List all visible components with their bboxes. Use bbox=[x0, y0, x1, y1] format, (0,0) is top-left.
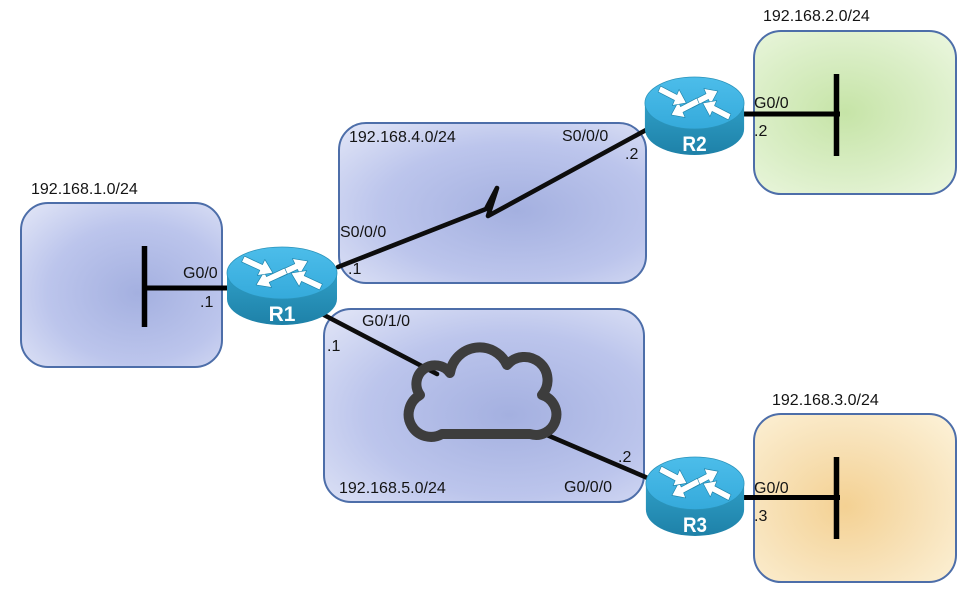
interface-label-r1-g00: G0/0 bbox=[183, 265, 218, 282]
host-label-r1-g010: .1 bbox=[327, 338, 341, 355]
host-label-r2-g00: .2 bbox=[754, 123, 768, 140]
subnet-label-net1: 192.168.1.0/24 bbox=[31, 181, 138, 198]
interface-label-r3-g000: G0/0/0 bbox=[564, 479, 613, 496]
interface-label-r1-s000: S0/0/0 bbox=[340, 224, 387, 241]
host-label-r1-g00: .1 bbox=[200, 294, 214, 311]
subnet-label-net4: 192.168.4.0/24 bbox=[349, 129, 456, 146]
router-r3-icon: R3 bbox=[645, 456, 745, 537]
network-box-net5 bbox=[323, 308, 645, 503]
subnet-label-net3: 192.168.3.0/24 bbox=[772, 392, 879, 409]
host-label-r3-g00: .3 bbox=[754, 508, 768, 525]
interface-label-r3-g00: G0/0 bbox=[754, 480, 789, 497]
router-r3-label: R3 bbox=[683, 514, 707, 537]
host-label-r1-s000: .1 bbox=[348, 261, 362, 278]
router-r1-label: R1 bbox=[269, 303, 296, 326]
router-r2-label: R2 bbox=[682, 133, 706, 156]
interface-label-r1-g010: G0/1/0 bbox=[362, 313, 411, 330]
subnet-label-net2: 192.168.2.0/24 bbox=[763, 8, 870, 25]
interface-label-r2-s000: S0/0/0 bbox=[562, 128, 609, 145]
host-label-r3-g000: .2 bbox=[618, 449, 632, 466]
router-arrows-icon bbox=[657, 85, 732, 121]
interface-label-r2-g00: G0/0 bbox=[754, 95, 789, 112]
host-label-r2-s000: .2 bbox=[625, 146, 639, 163]
subnet-label-net5: 192.168.5.0/24 bbox=[339, 480, 446, 497]
router-r2-icon: R2 bbox=[644, 76, 745, 156]
router-arrows-icon bbox=[241, 255, 323, 291]
router-arrows-icon bbox=[658, 465, 732, 501]
router-r1-icon: R1 bbox=[226, 246, 338, 326]
network-box-net1 bbox=[20, 202, 223, 368]
